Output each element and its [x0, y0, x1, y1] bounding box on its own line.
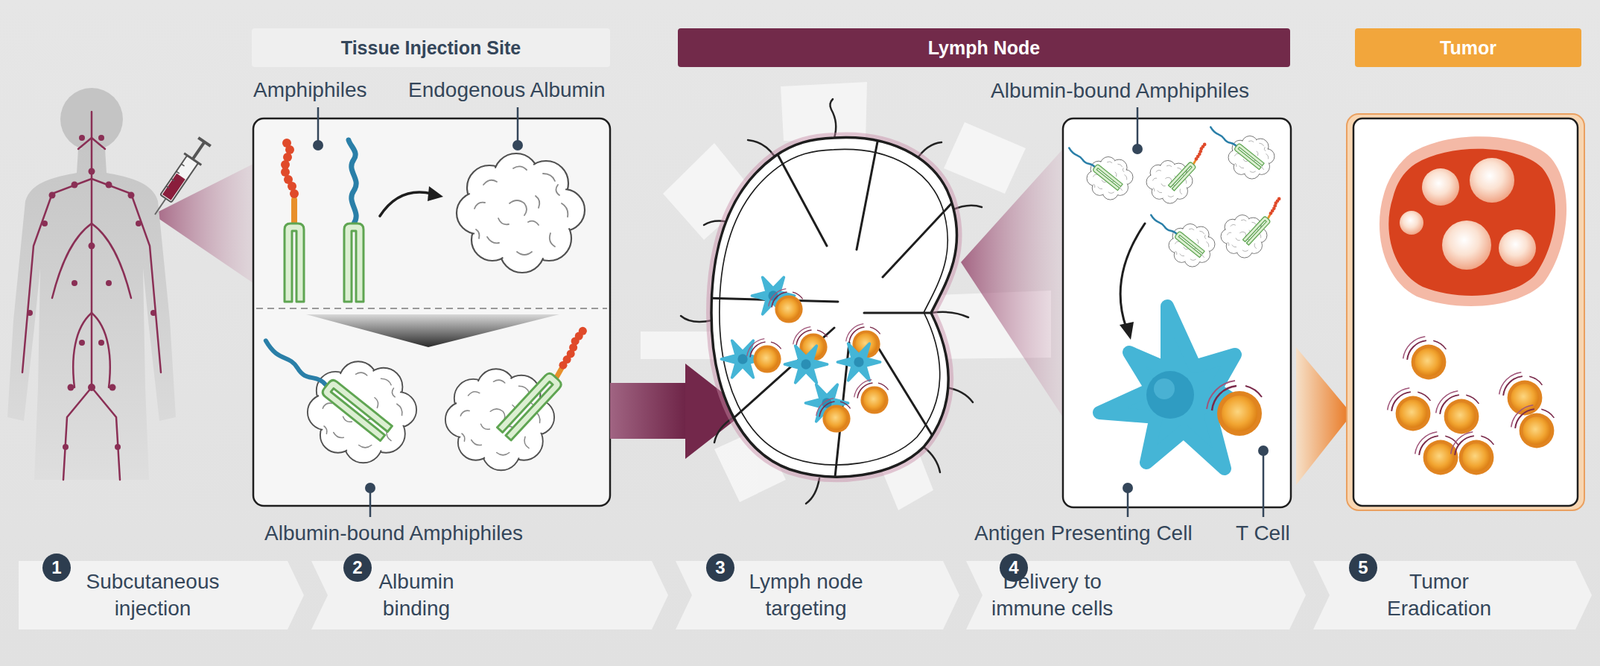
step-number: 4 — [999, 553, 1028, 582]
section-band: Lymph Node — [677, 28, 1291, 68]
step-number-text: 5 — [1357, 557, 1368, 579]
callout-label: Endogenous Albumin — [408, 78, 606, 103]
step-chevron: Tumor Eradication5 — [1313, 560, 1592, 630]
band-title: Tissue Injection Site — [341, 37, 521, 59]
callout-label: Albumin-bound Amphiphiles — [990, 78, 1250, 103]
step-label: Subcutaneous injection — [81, 568, 224, 623]
step-label: Lymph node targeting — [735, 568, 877, 623]
callout-label: Amphiphiles — [253, 78, 368, 103]
section-band: Tumor — [1354, 28, 1582, 68]
step-number: 3 — [706, 553, 735, 582]
step-chevron: Lymph node targeting 3 — [675, 560, 960, 630]
step-text-frame: Subcutaneous injection — [81, 568, 224, 623]
step-number-text: 1 — [51, 557, 62, 579]
step-text-frame: Lymph node targeting — [735, 568, 877, 623]
band-title: Lymph Node — [928, 37, 1040, 59]
step-chevron: Albumin binding2 — [311, 560, 669, 630]
step-text-frame: Tumor Eradication — [1368, 568, 1510, 623]
section-band: Tissue Injection Site — [251, 28, 611, 68]
callout-label: T Cell — [1235, 521, 1291, 546]
step-number: 2 — [343, 553, 372, 582]
step-number-text: 3 — [715, 557, 725, 579]
step-chevron: Delivery to immune cells4 — [966, 560, 1306, 630]
step-number: 5 — [1348, 553, 1378, 582]
callout-label: Antigen Presenting Cell — [974, 521, 1193, 546]
step-number: 1 — [42, 553, 71, 582]
callout-label: Albumin-bound Amphiphiles — [264, 521, 523, 546]
step-number-text: 4 — [1008, 557, 1019, 579]
step-chevron: Subcutaneous injection 1 — [18, 560, 304, 630]
band-title: Tumor — [1439, 37, 1497, 59]
step-number-text: 2 — [352, 557, 363, 579]
step-label: Tumor Eradication — [1368, 568, 1510, 623]
